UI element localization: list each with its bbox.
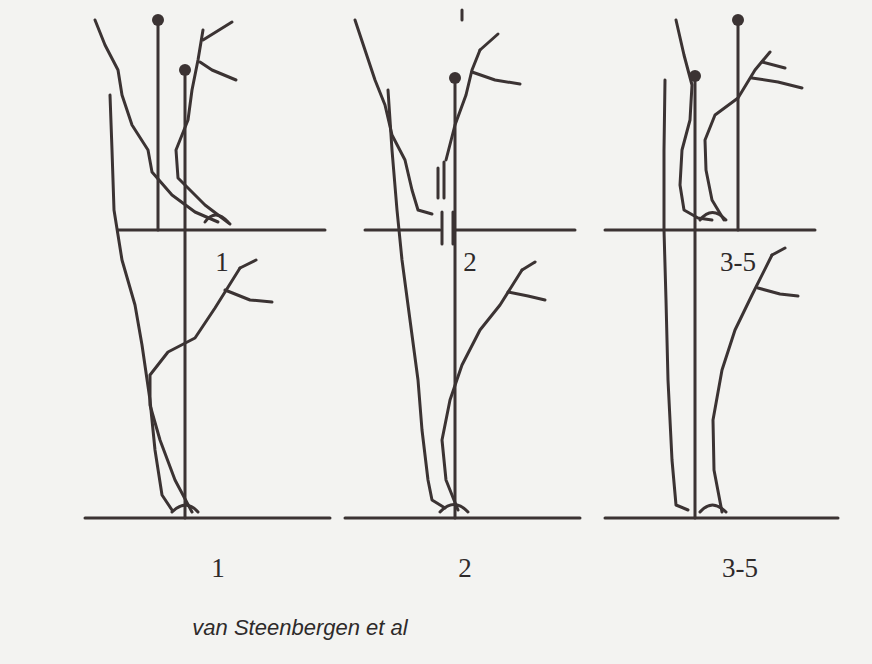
branch	[752, 78, 802, 88]
stem	[664, 80, 688, 510]
panel-number: 1	[211, 553, 225, 584]
ground-line	[118, 229, 325, 232]
stem	[446, 50, 480, 160]
root-knot	[205, 215, 228, 222]
plant-figure	[605, 70, 838, 518]
stake	[184, 76, 187, 518]
branch	[225, 290, 272, 302]
ground-line	[605, 229, 815, 232]
tick	[461, 10, 464, 20]
stake-top	[152, 14, 164, 26]
stake	[737, 24, 740, 230]
ground-line	[345, 517, 580, 520]
root-knot	[440, 505, 468, 513]
branch	[758, 288, 798, 296]
branch	[508, 292, 545, 300]
stem	[713, 255, 772, 512]
stake	[454, 84, 457, 518]
stem	[442, 270, 522, 510]
stake-top	[689, 70, 701, 82]
stake-top	[449, 72, 461, 84]
branch	[240, 260, 256, 268]
plant-figure	[85, 64, 330, 518]
stake	[694, 82, 697, 518]
panel-number: 3-5	[722, 553, 758, 584]
ground-line	[456, 229, 575, 232]
panel-number: 1	[215, 247, 229, 278]
branch	[772, 248, 785, 255]
plant-figure	[605, 14, 815, 230]
root-knot	[700, 213, 726, 221]
ground-line	[85, 517, 330, 520]
cut-stem	[437, 168, 440, 198]
root-knot	[172, 505, 198, 512]
plant-figure	[95, 14, 325, 230]
branch	[203, 22, 232, 40]
ground-line	[605, 517, 838, 520]
branch	[762, 62, 785, 68]
panel-number: 2	[458, 553, 472, 584]
stem	[150, 268, 240, 512]
plant-figure	[345, 72, 580, 518]
plant-figure	[355, 10, 575, 244]
branch	[200, 62, 236, 80]
stake	[157, 24, 160, 230]
stem	[705, 52, 770, 220]
cut-stake	[441, 212, 444, 244]
ground-line	[365, 229, 440, 232]
source-caption: van Steenbergen et al	[192, 615, 407, 641]
branch	[522, 262, 535, 270]
stake-top	[732, 14, 744, 26]
stem	[388, 90, 445, 508]
panel-number: 3-5	[720, 247, 756, 278]
stake-top	[179, 64, 191, 76]
branch	[480, 34, 498, 50]
cut-stem	[443, 162, 446, 198]
root-knot	[700, 505, 726, 512]
branch	[472, 72, 520, 84]
panel-number: 2	[463, 247, 477, 278]
